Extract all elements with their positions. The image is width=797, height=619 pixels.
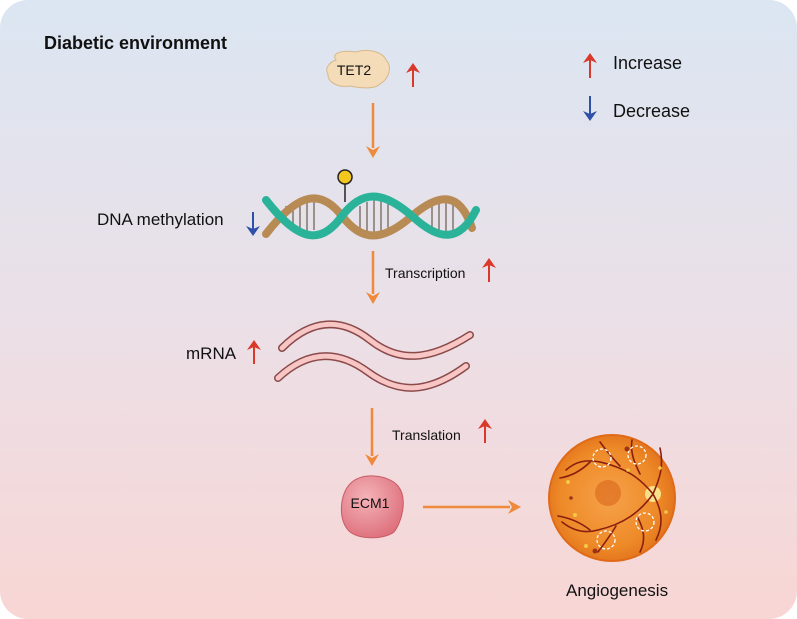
tet2-shape — [326, 49, 390, 89]
translation-increase-icon — [478, 419, 492, 443]
mrna-increase-icon — [247, 340, 261, 364]
arrow-mrna-to-ecm1 — [365, 408, 379, 466]
tet2-label: TET2 — [336, 62, 372, 78]
ecm1-shape — [341, 475, 404, 539]
mrna-label: mRNA — [186, 344, 237, 363]
legend-decrease-label: Decrease — [613, 101, 691, 121]
ecm1-label: ECM1 — [350, 495, 390, 511]
arrow-dna-to-mrna — [366, 251, 380, 304]
diagram-title: Diabetic environment — [44, 33, 228, 53]
transcription-increase-icon — [482, 258, 496, 282]
retina-image — [548, 434, 676, 562]
dna-methylation-decrease-icon — [246, 212, 260, 236]
legend-increase-label: Increase — [613, 53, 683, 73]
arrow-ecm1-to-angiogenesis — [423, 500, 521, 514]
legend-increase-icon — [583, 53, 597, 78]
tet2-increase-icon — [406, 63, 420, 87]
transcription-label: Transcription — [385, 265, 466, 281]
dna-methylation-label: DNA methylation — [97, 210, 224, 229]
legend-decrease-icon — [583, 96, 597, 121]
translation-label: Translation — [392, 427, 461, 443]
methyl-group-icon — [337, 169, 353, 185]
mrna-strands — [274, 320, 474, 392]
angiogenesis-label: Angiogenesis — [566, 581, 669, 600]
dna-double-helix — [262, 169, 480, 240]
arrow-tet2-to-dna — [366, 103, 380, 158]
